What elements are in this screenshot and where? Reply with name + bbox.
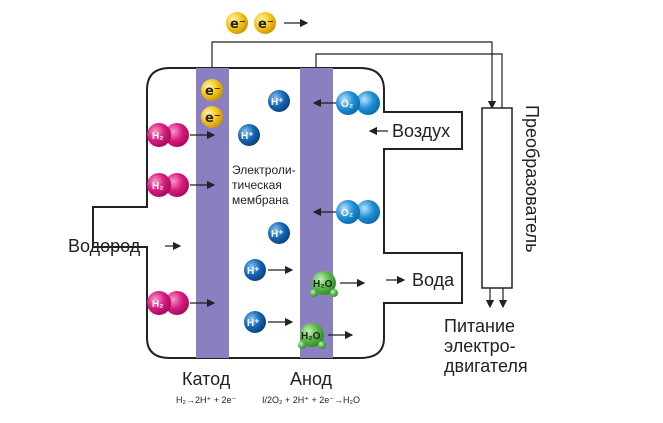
svg-text:O₂: O₂	[341, 208, 353, 219]
anode-label: Анод	[290, 369, 333, 389]
svg-text:H⁺: H⁺	[271, 229, 284, 240]
membrane-label-3: мембрана	[232, 193, 289, 207]
electron-cathode-1	[201, 79, 223, 101]
h2-molecule-1: H₂	[147, 123, 216, 147]
h2-molecule-3: H₂	[147, 291, 216, 315]
membrane-label-2: тическая	[232, 178, 282, 192]
power-label-2: электро-	[444, 336, 516, 356]
electron-top-2-label: e⁻	[258, 17, 274, 32]
svg-text:H₂: H₂	[152, 131, 164, 142]
cathode-reaction: H₂→2H⁺ + 2e⁻	[176, 395, 237, 405]
proton-1: H⁺	[238, 124, 260, 146]
wire-anode	[315, 53, 503, 108]
o2-molecule-1: O₂	[312, 91, 380, 115]
proton-3: H⁺	[268, 222, 290, 244]
proton-5: H⁺	[244, 311, 294, 333]
h2o-molecule-1: H₂O	[310, 271, 366, 297]
o2-molecule-2: O₂	[312, 200, 380, 224]
air-label: Воздух	[392, 121, 450, 141]
electron-cathode-2-label: e⁻	[205, 111, 221, 126]
svg-text:H₂O: H₂O	[313, 279, 333, 290]
svg-text:H⁺: H⁺	[241, 131, 254, 142]
converter-label: Преобразователь	[522, 105, 542, 252]
electron-top-2	[254, 12, 276, 34]
svg-text:H⁺: H⁺	[247, 266, 260, 277]
svg-text:H₂: H₂	[152, 299, 164, 310]
proton-2: H⁺	[268, 90, 290, 112]
power-label-1: Питание	[444, 316, 515, 336]
svg-text:H₂: H₂	[152, 181, 164, 192]
svg-text:O₂: O₂	[341, 99, 353, 110]
membrane-label-1: Электроли-	[232, 163, 296, 177]
anode-reaction: I/2O₂ + 2H⁺ + 2e⁻→H₂O	[262, 395, 360, 405]
anode-electrode	[300, 68, 333, 358]
cell-body-outline	[92, 67, 463, 359]
electron-top-1	[226, 12, 248, 34]
electron-cathode-2	[201, 106, 223, 128]
h2o-molecule-2: H₂O	[298, 323, 354, 349]
power-label-3: двигателя	[444, 356, 528, 376]
electron-cathode-1-label: e⁻	[205, 84, 221, 99]
svg-text:H⁺: H⁺	[247, 318, 260, 329]
water-label: Вода	[412, 270, 455, 290]
svg-text:H₂O: H₂O	[301, 331, 321, 342]
h2-molecule-2: H₂	[147, 173, 216, 197]
hydrogen-label: Водород	[68, 236, 141, 256]
converter-box	[481, 107, 513, 289]
electron-top-1-label: e⁻	[230, 17, 246, 32]
svg-text:H⁺: H⁺	[271, 97, 284, 108]
wire-cathode	[211, 41, 497, 110]
proton-4: H⁺	[244, 259, 294, 281]
cathode-label: Катод	[182, 369, 231, 389]
